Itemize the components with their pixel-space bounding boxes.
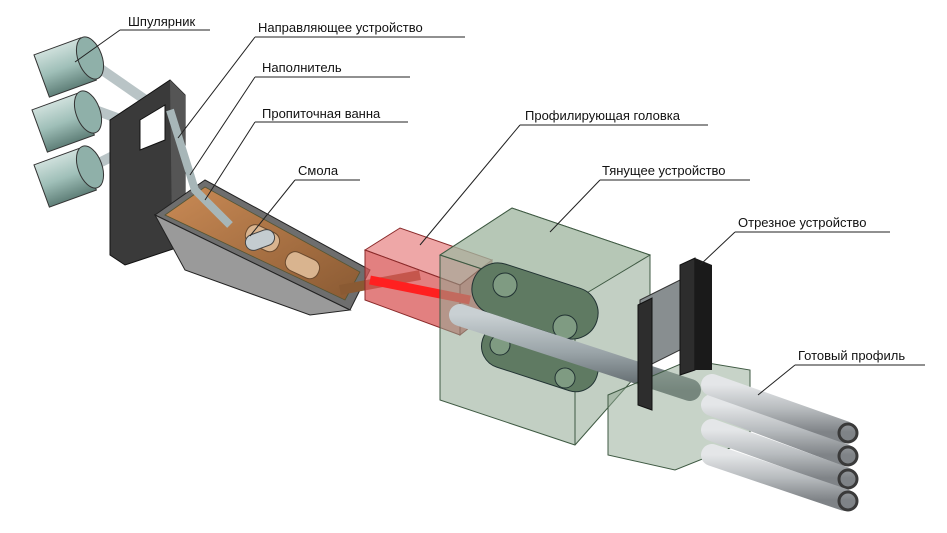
label-filler: Наполнитель: [262, 60, 342, 75]
fiber-strand: [166, 108, 233, 228]
leader-product: [757, 364, 925, 396]
spool-roll: [31, 90, 103, 153]
bath-roller: [284, 251, 321, 280]
spool-roll: [33, 145, 105, 208]
creel: [31, 36, 163, 208]
cutter-post: [679, 257, 696, 376]
bath-roller: [244, 229, 276, 251]
cutter-post: [695, 258, 712, 370]
profile-piece: [701, 394, 859, 467]
label-product: Готовый профиль: [798, 348, 906, 363]
cutter-post: [637, 297, 653, 411]
leader-puller: [549, 179, 750, 233]
puller-track: [471, 262, 599, 340]
profile-piece: [701, 419, 859, 490]
leader-cutter: [699, 231, 890, 266]
finished-profiles: [701, 374, 859, 512]
leader-filler: [189, 76, 410, 176]
label-cutter: Отрезное устройство: [738, 215, 867, 230]
label-creel: Шпулярник: [128, 14, 196, 29]
leader-lines: [74, 29, 925, 396]
leader-guide: [177, 36, 465, 139]
leader-resin: [249, 179, 360, 237]
spool-roll: [33, 36, 105, 98]
impregnation-bath: [153, 108, 371, 316]
label-puller: Тянущее устройство: [602, 163, 726, 178]
leader-bath: [204, 121, 408, 201]
label-resin: Смола: [298, 163, 339, 178]
leader-die: [419, 124, 708, 246]
leader-creel: [74, 29, 210, 63]
label-guide: Направляющее устройство: [258, 20, 423, 35]
label-bath: Пропиточная ванна: [262, 106, 381, 121]
profile-piece: [701, 444, 859, 512]
profile-piece: [701, 374, 859, 444]
label-die: Профилирующая головка: [525, 108, 680, 123]
